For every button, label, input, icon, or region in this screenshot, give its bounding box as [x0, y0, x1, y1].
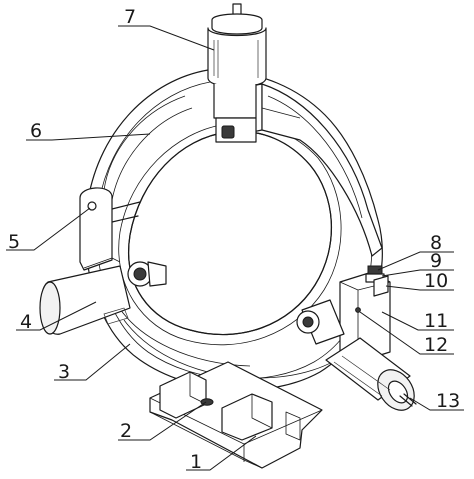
label-10: 10	[424, 270, 448, 292]
leaders	[6, 25, 464, 471]
label-8: 8	[430, 232, 442, 254]
left-cylinder	[39, 265, 131, 335]
leader-9	[381, 269, 454, 277]
left-cylinder-slot	[103, 307, 129, 325]
motor-right	[325, 337, 417, 411]
leader-7	[118, 25, 215, 51]
leader-13	[409, 397, 464, 411]
right-clamp-bolt	[302, 316, 314, 328]
right-segment-shell	[261, 83, 383, 257]
base-cutout	[285, 411, 301, 441]
leader-6	[26, 133, 151, 141]
base-plate-side	[149, 398, 263, 469]
motor-right-end-inner	[387, 380, 409, 404]
label-13: 13	[436, 390, 460, 412]
hinge-left-slot	[83, 257, 121, 269]
label-9: 9	[430, 250, 442, 272]
right-clamp	[296, 299, 345, 345]
label-2: 2	[120, 420, 132, 442]
right-clamp-block	[339, 265, 391, 363]
leader-8	[377, 251, 454, 271]
motor-top	[207, 3, 267, 143]
part-labels: 1 2 3 4 5 6 7 8 9 10 11 12 13	[8, 6, 460, 473]
leader-12	[359, 311, 454, 355]
label-6: 6	[30, 120, 42, 142]
motor-top-body	[207, 27, 267, 88]
leader-5	[6, 207, 91, 251]
hinge-left	[79, 187, 121, 271]
motor-top-shade	[213, 40, 259, 78]
right-segment-inner	[261, 95, 363, 219]
motor-top-bolt	[221, 125, 235, 139]
motor-right-shaft	[399, 393, 417, 407]
left-clamp-arm	[147, 261, 167, 287]
label-4: 4	[20, 311, 32, 333]
label-5: 5	[8, 231, 20, 253]
label-3: 3	[58, 361, 70, 383]
leader-2	[118, 401, 207, 441]
base-assembly	[149, 361, 323, 469]
ring-inner-edge-front	[128, 130, 332, 336]
right-block-cap	[373, 275, 389, 297]
label-11: 11	[424, 310, 448, 332]
leader-11	[381, 311, 454, 331]
motor-top-cap	[211, 13, 263, 35]
label-7: 7	[124, 6, 136, 28]
leader-10	[385, 285, 454, 291]
label-1: 1	[190, 451, 202, 473]
leader-3	[54, 343, 131, 381]
leader-4	[16, 301, 97, 331]
motor-top-neck	[213, 84, 257, 119]
hinge-left-body	[79, 187, 113, 271]
segment-joint-left	[107, 201, 141, 223]
ring-inner-edge-back	[118, 122, 342, 346]
label-12: 12	[424, 334, 448, 356]
left-cylinder-end	[39, 281, 61, 335]
right-block-hole	[355, 307, 361, 313]
upper-segment-groove	[103, 95, 193, 201]
motor-right-shade	[333, 355, 391, 397]
leader-1	[186, 435, 257, 471]
left-clamp	[127, 261, 167, 287]
left-clamp-bolt	[133, 267, 147, 281]
